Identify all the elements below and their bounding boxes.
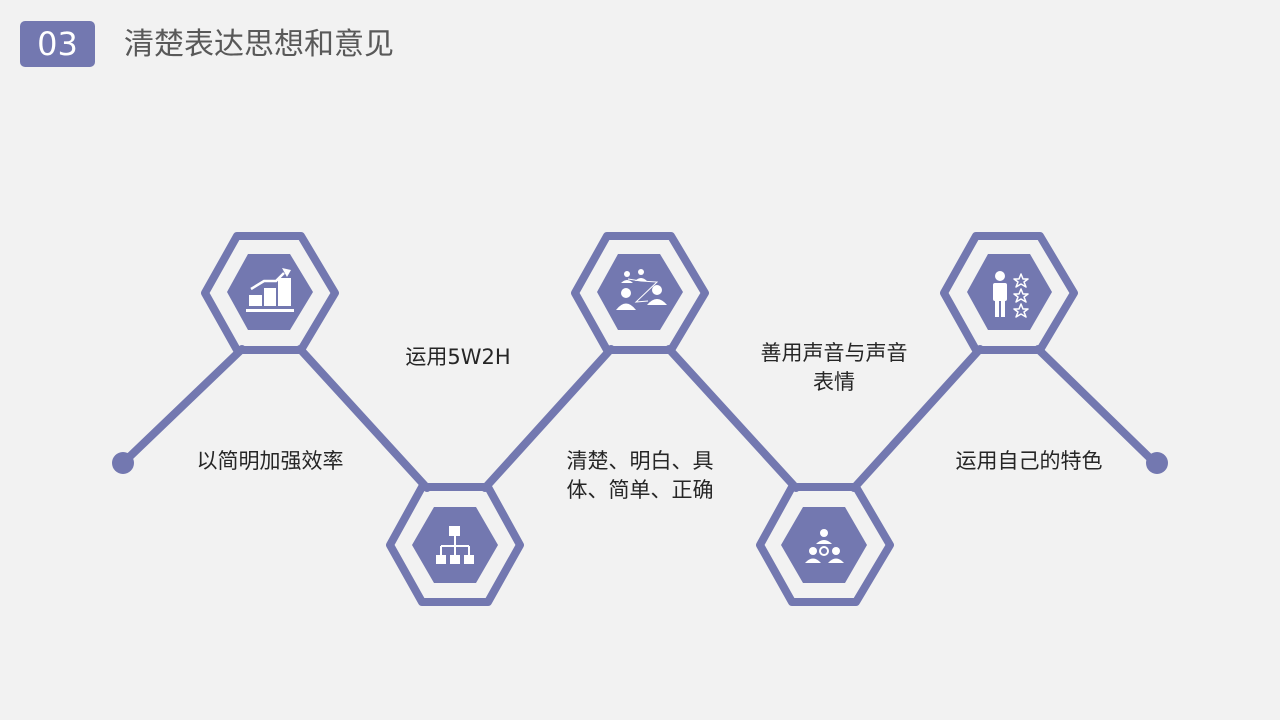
- hexagon-outline-3: [571, 232, 709, 354]
- step-label-4-line-2: 表情: [813, 370, 855, 394]
- start-dot: [112, 452, 134, 474]
- page-title: 清楚表达思想和意见: [124, 27, 394, 62]
- connector-line: [119, 345, 246, 467]
- hexagon-outline-2: [386, 483, 524, 606]
- step-label-3: 清楚、明白、具 体、简单、正确: [530, 447, 750, 505]
- hexagon-outline-5: [940, 232, 1078, 354]
- step-label-3-line-2: 体、简单、正确: [566, 478, 714, 502]
- step-label-5: 运用自己的特色: [955, 449, 1103, 473]
- hexagon-fill-4: [781, 507, 867, 583]
- connector-line: [850, 345, 984, 492]
- step-label-4: 善用声音与声音 表情: [724, 339, 944, 397]
- hexagon-outline-1: [201, 232, 339, 354]
- step-label-1: 以简明加强效率: [196, 449, 344, 473]
- connector-line: [1034, 345, 1159, 467]
- org-chart-icon: [436, 526, 474, 564]
- step-label-4-line-1: 善用声音与声音: [760, 341, 908, 365]
- businessman-stars-icon: [993, 271, 1029, 318]
- hexagon-fill-5: [967, 254, 1052, 330]
- step-label-2: 运用5W2H: [405, 345, 511, 369]
- team-network-icon: [616, 269, 667, 310]
- end-dot: [1146, 452, 1168, 474]
- connector-line: [665, 345, 800, 492]
- step-label-3-line-1: 清楚、明白、具: [566, 449, 714, 473]
- connector-line: [481, 345, 615, 492]
- hexagon-fill-3: [597, 254, 683, 330]
- hexagon-outline-4: [756, 483, 894, 606]
- team-money-icon: [805, 529, 844, 563]
- growth-chart-icon: [246, 268, 294, 312]
- connector-line: [296, 345, 431, 492]
- section-number-badge: 03: [20, 21, 95, 67]
